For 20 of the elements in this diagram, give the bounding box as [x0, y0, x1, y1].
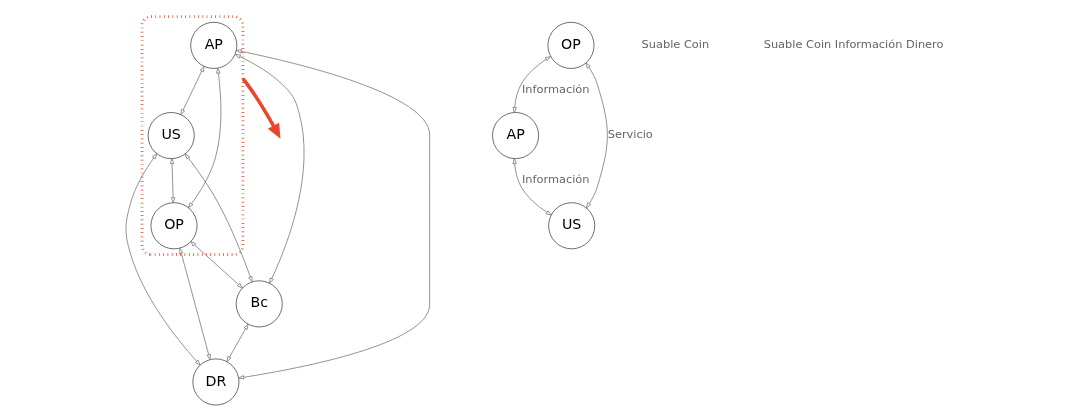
- label: Suable Coin Información Dinero: [763, 37, 944, 52]
- arrow: [179, 247, 211, 360]
- arrow: [226, 323, 249, 362]
- arrow: [512, 158, 552, 216]
- arrow: [236, 49, 430, 380]
- edge-label: Servicio: [607, 127, 653, 142]
- node-circle: AP: [492, 112, 539, 159]
- arrow: [125, 153, 201, 366]
- arrow: [190, 241, 243, 289]
- arrow: [188, 67, 222, 209]
- arrow: [169, 158, 176, 203]
- arrow: [184, 153, 253, 283]
- arrow: [512, 56, 551, 113]
- node-circle: AP: [190, 21, 238, 69]
- edge-label: Información: [521, 172, 590, 187]
- edge-label: Información: [521, 82, 590, 97]
- arrow: [180, 66, 205, 115]
- arrow: [585, 62, 608, 209]
- arrow: [234, 54, 305, 284]
- label: Suable Coin: [641, 37, 710, 52]
